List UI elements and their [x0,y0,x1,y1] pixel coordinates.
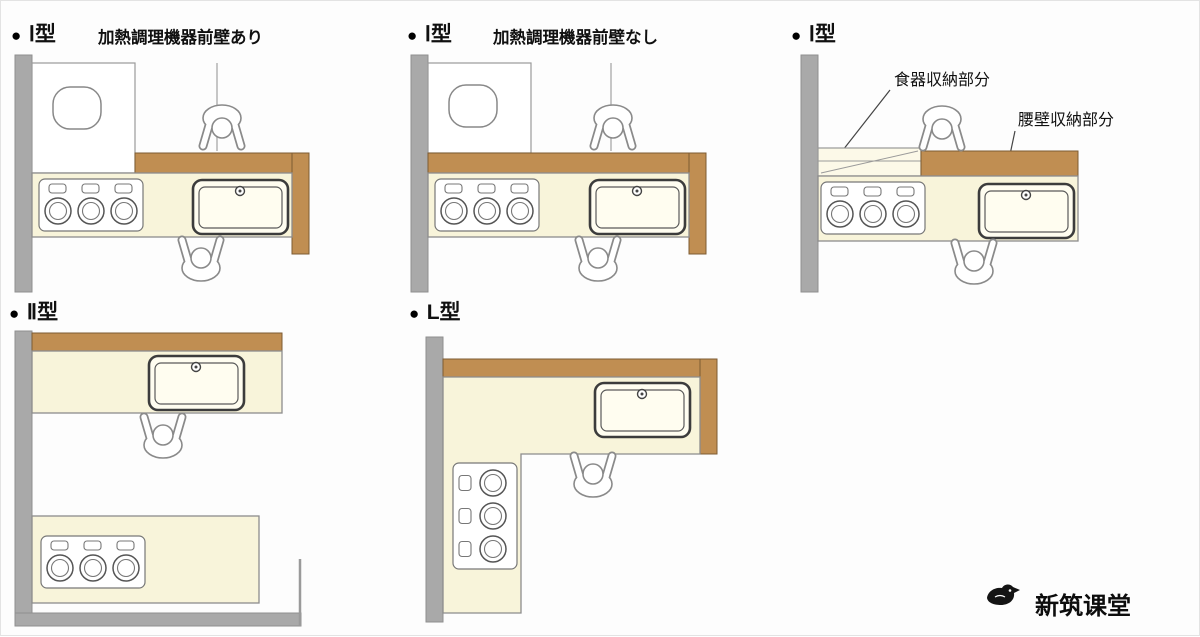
person-top-view-icon [594,105,632,146]
panel-ii-type: ● Ⅱ型 [9,301,302,627]
range-hood-icon [52,86,102,130]
wall-segment [425,336,444,623]
panel-i-type-front-wall: ● Ⅰ型 加熱調理機器前壁あり [11,23,310,293]
waist-wall-storage-strip [920,150,1079,177]
counter-top-strip [442,358,701,378]
panel-title: Ⅰ型 [425,23,452,46]
panel-heading: ● Ⅱ型 [9,301,58,324]
panel-title: Ⅰ型 [29,23,56,46]
panel-heading: ● Ⅰ型 [407,23,452,46]
stove-icon [38,178,144,232]
range-hood-icon [448,84,498,128]
panel-i-type-storage: ● Ⅰ型 食器収納部分 腰壁収納部分 [791,23,1114,293]
panel-heading: ● Ⅰ型 [11,23,56,46]
bullet-icon: ● [407,26,417,45]
wall-segment [14,54,33,293]
counter-top-strip [134,152,310,174]
stove-vertical-icon [452,462,518,570]
person-top-view-icon [182,240,220,281]
panel-title: Ⅱ型 [27,301,58,324]
panel-i-type-no-front-wall: ● Ⅰ型 加熱調理機器前壁なし [407,23,707,293]
stove-icon [434,178,540,232]
person-top-view-icon [574,456,612,497]
person-top-view-icon [203,105,241,146]
leader-line [842,89,891,151]
panel-title: Ⅰ型 [809,23,836,46]
sink-icon [147,354,246,412]
panel-subtitle: 加熱調理機器前壁あり [97,27,263,47]
bird-logo-icon [987,584,1020,605]
panel-heading: ● Ⅰ型 [791,23,836,46]
wall-segment [14,330,33,624]
wall-segment [410,54,429,293]
dish-storage-shelf [817,147,922,177]
label-dish-storage: 食器収納部分 [894,71,990,89]
counter-side-panel [688,152,707,255]
sink-icon [593,381,692,439]
sink-icon [977,182,1076,240]
bullet-icon: ● [409,304,419,323]
bullet-icon: ● [791,26,801,45]
sink-icon [191,178,290,236]
stove-icon [40,535,146,589]
sink-icon [588,178,687,236]
counter-top-strip [31,332,283,352]
person-top-view-icon [955,243,993,284]
label-waist-wall-storage: 腰壁収納部分 [1018,110,1114,129]
bullet-icon: ● [9,304,19,323]
watermark-text: 新筑课堂 [1035,592,1131,620]
panel-title: L型 [427,301,461,324]
counter-side-panel [699,358,718,455]
panel-subtitle: 加熱調理機器前壁なし [492,27,658,47]
person-top-view-icon [923,106,961,147]
person-top-view-icon [579,240,617,281]
counter-top-strip [427,152,707,174]
bullet-icon: ● [11,26,21,45]
stove-icon [820,181,926,235]
wall-segment-bottom [14,612,302,627]
person-top-view-icon [144,417,182,458]
counter-side-panel [291,152,310,255]
panel-heading: ● L型 [409,301,461,324]
wall-segment [800,54,819,293]
watermark: 新筑课堂 [987,584,1131,620]
panel-l-type: ● L型 [409,301,718,623]
